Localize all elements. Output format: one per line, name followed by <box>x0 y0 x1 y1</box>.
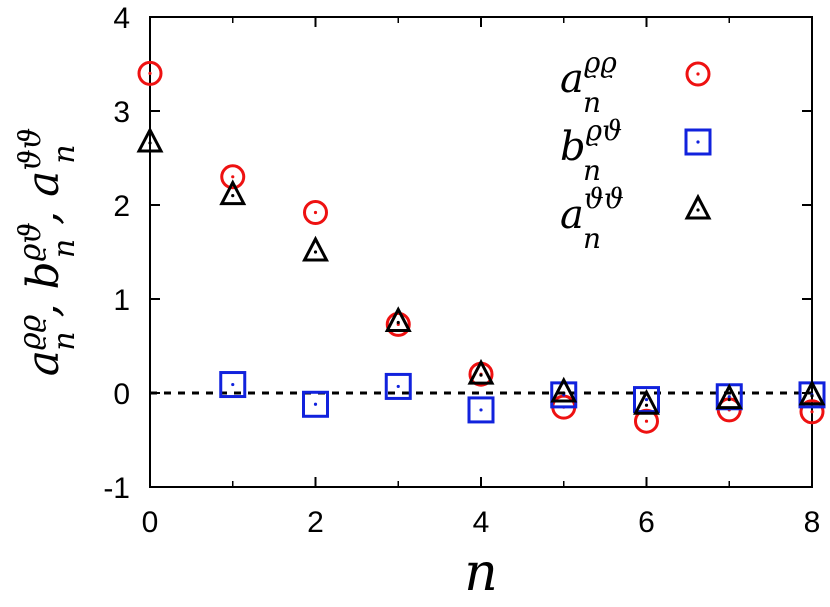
data-point-square <box>302 390 329 418</box>
data-point-triangle <box>798 379 826 406</box>
data-point-triangle <box>633 388 660 415</box>
marker-center-dot <box>810 394 814 398</box>
marker-center-dot <box>810 410 814 414</box>
triangle-marker-outline <box>550 376 578 403</box>
triangle-marker-outline <box>467 358 495 385</box>
marker-center-dot <box>727 395 731 399</box>
x-tick-label: 0 <box>142 506 159 539</box>
marker-center-dot <box>696 72 700 76</box>
marker-center-dot <box>231 175 235 179</box>
x-tick-label: 4 <box>473 506 490 539</box>
legend-marker-square <box>684 128 712 156</box>
data-point-square <box>633 386 660 414</box>
triangle-marker-outline <box>633 388 660 415</box>
y-tick-label: 0 <box>113 378 130 411</box>
ticks: 0 2 4 6 8 -1 0 1 2 3 4 <box>103 2 820 539</box>
square-marker-box <box>684 128 712 156</box>
triangle-marker-outline <box>684 193 712 220</box>
triangle-marker-outline <box>302 235 329 262</box>
marker-center-dot <box>644 397 649 402</box>
data-point-circle <box>220 164 246 190</box>
series-triangle <box>136 126 826 415</box>
marker-center-dot <box>396 320 400 325</box>
square-marker-box <box>384 372 412 400</box>
circle-marker-ring <box>220 164 246 190</box>
data-point-circle <box>303 200 328 226</box>
legend-marker-circle <box>685 61 711 87</box>
square-marker-box <box>219 371 247 399</box>
circle-marker-ring <box>685 61 711 87</box>
marker-center-dot <box>231 194 235 198</box>
marker-center-dot <box>562 391 566 395</box>
marker-center-dot <box>148 71 152 75</box>
square-marker-box <box>467 396 495 424</box>
y-tick-label: 3 <box>113 96 130 129</box>
y-tick-label: 1 <box>113 284 130 317</box>
marker-center-dot <box>696 208 700 212</box>
square-marker-box <box>633 386 660 414</box>
x-tick-label: 2 <box>307 506 324 539</box>
circle-marker-ring <box>799 399 825 425</box>
y-tick-label: 2 <box>113 190 130 223</box>
data-point-triangle <box>384 306 412 332</box>
marker-center-dot <box>644 419 649 423</box>
marker-center-dot <box>313 250 318 254</box>
y-tick-label: -1 <box>103 472 130 505</box>
data-marks <box>136 60 826 434</box>
data-point-circle <box>799 399 825 425</box>
data-point-square <box>219 371 247 399</box>
data-point-triangle <box>550 376 578 403</box>
data-point-triangle <box>715 383 743 410</box>
x-axis-label: n <box>464 543 498 603</box>
axis-labels: n aϱϱn, bϱϑn, aϑϑn <box>13 128 498 603</box>
x-tick-label: 8 <box>804 506 821 539</box>
marker-center-dot <box>148 141 152 145</box>
marker-center-dot <box>479 408 483 412</box>
marker-center-dot <box>313 210 318 215</box>
data-point-triangle <box>302 235 329 262</box>
marker-center-dot <box>696 140 700 144</box>
marker-center-dot <box>396 384 400 389</box>
triangle-marker-outline <box>798 379 826 406</box>
data-point-square <box>467 396 495 424</box>
data-point-triangle <box>136 126 164 153</box>
circle-marker-ring <box>385 311 411 337</box>
x-tick-label: 6 <box>638 506 655 539</box>
marker-center-dot <box>231 382 235 387</box>
marker-center-dot <box>313 402 318 406</box>
circle-marker-ring <box>303 200 328 226</box>
axes <box>149 16 813 488</box>
y-axis-label: aϱϱn, bϱϑn, aϑϑn <box>13 128 82 377</box>
triangle-marker-outline <box>136 126 164 153</box>
y-tick-label: 4 <box>113 2 130 35</box>
plot-frame <box>149 16 813 488</box>
square-marker-box <box>302 390 329 418</box>
data-point-circle <box>137 60 163 86</box>
data-point-triangle <box>219 179 247 206</box>
triangle-marker-outline <box>384 306 412 332</box>
circle-marker-ring <box>137 60 163 86</box>
marker-center-dot <box>644 403 649 407</box>
marker-center-dot <box>479 373 483 377</box>
data-point-triangle <box>467 358 495 385</box>
data-point-square <box>384 372 412 400</box>
legend-marker-triangle <box>684 193 712 220</box>
triangle-marker-outline <box>715 383 743 410</box>
marker-center-dot <box>727 397 731 402</box>
triangle-marker-outline <box>219 179 247 206</box>
